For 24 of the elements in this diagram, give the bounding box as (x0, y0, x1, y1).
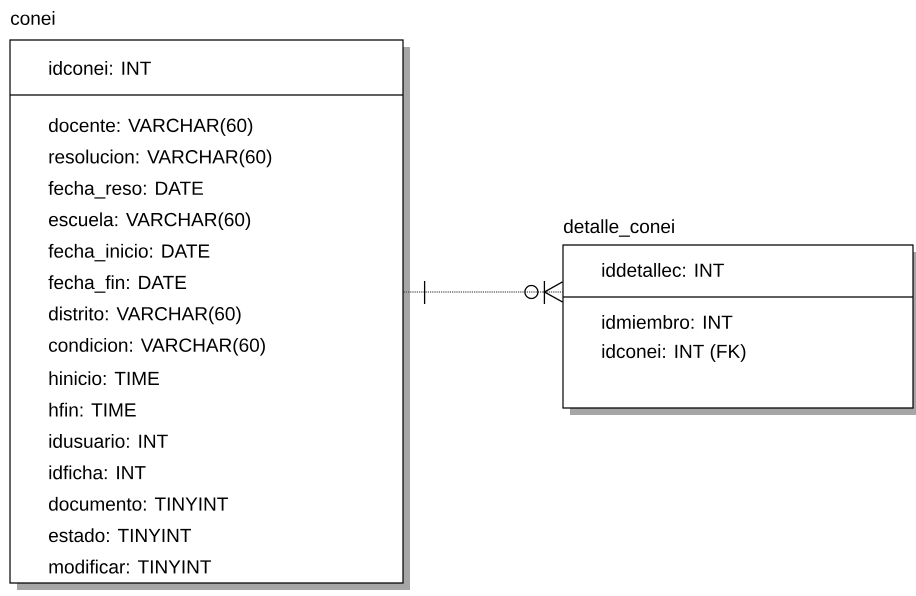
attribute: hinicio: TIME (50, 371, 159, 386)
entity-table (9, 11, 410, 590)
entity-table (562, 219, 916, 415)
attribute: resolucion: VARCHAR(60) (49, 150, 272, 168)
attribute: condicion: VARCHAR(60) (49, 338, 265, 356)
attribute: idusuario: INT (49, 434, 168, 448)
attribute: distrito: VARCHAR(60) (49, 306, 241, 324)
table-name: detalle_conei (564, 219, 674, 237)
attribute: fecha_reso: DATE (48, 181, 203, 199)
relationship-line (404, 281, 563, 304)
attribute: hfin: TIME (50, 402, 136, 416)
attribute: modificar: TINYINT (49, 560, 212, 574)
attribute: escuela: VARCHAR(60) (49, 212, 250, 230)
attribute: documento: TINYINT (49, 496, 228, 511)
attribute: fecha_inicio: DATE (48, 244, 210, 262)
attribute: idconei: INT (FK) (602, 344, 746, 362)
attribute: fecha_fin: DATE (48, 275, 186, 293)
attribute: idmiembro: INT (602, 315, 732, 329)
attribute: idficha: INT (49, 465, 146, 480)
attribute: estado: TINYINT (49, 528, 191, 542)
attribute: docente: VARCHAR(60) (49, 118, 252, 136)
primary-key: idconei: INT (49, 61, 151, 75)
primary-key: iddetallec: INT (602, 263, 724, 277)
table-name: conei (11, 11, 54, 25)
